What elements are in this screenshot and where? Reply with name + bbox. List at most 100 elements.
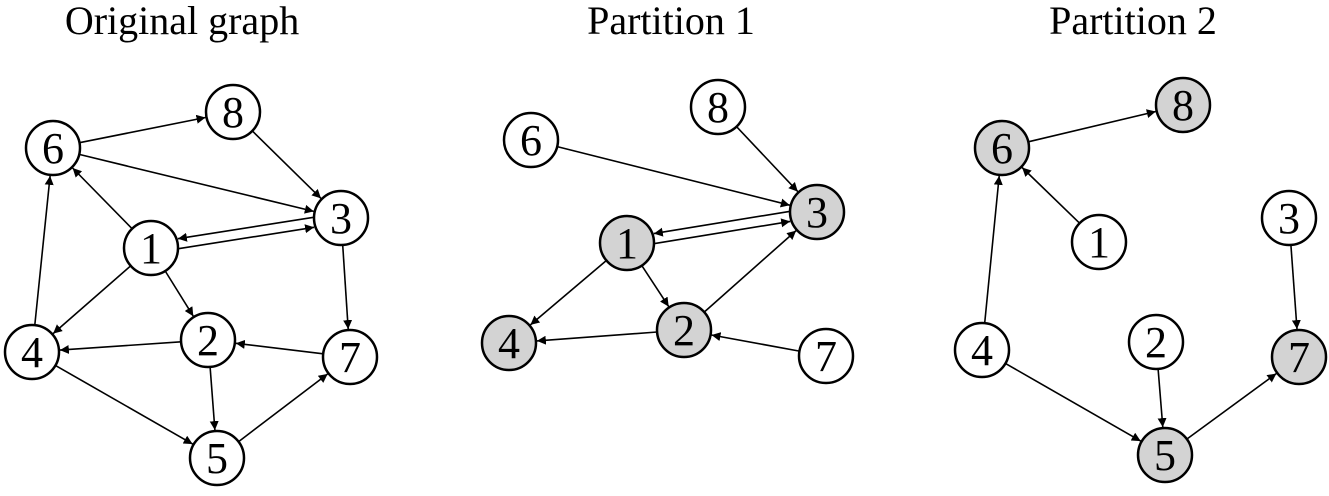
edges-original-graph: [34, 114, 353, 445]
edge-5-to-7: [1186, 372, 1277, 440]
node-8: 8: [204, 83, 262, 141]
node-6-circle: [973, 119, 1031, 177]
node-4: 4: [3, 323, 61, 381]
node-7: 7: [321, 328, 379, 386]
node-1: 1: [122, 219, 180, 277]
node-3: 3: [788, 183, 846, 241]
node-1-label: 1: [140, 224, 162, 273]
node-3-label: 3: [330, 194, 352, 243]
edge-2-to-3: [703, 230, 797, 313]
node-4-circle: [3, 323, 61, 381]
edge-1-to-3: [654, 218, 791, 245]
node-2-circle: [1127, 313, 1185, 371]
node-7-circle: [797, 327, 855, 385]
node-6-label: 6: [991, 124, 1013, 173]
node-3: 3: [1260, 189, 1318, 247]
node-6: 6: [502, 111, 560, 169]
edge-4-to-6: [983, 175, 1003, 324]
edge-7-to-2: [711, 332, 800, 352]
node-5-circle: [1136, 426, 1194, 484]
node-7-circle: [1270, 328, 1328, 386]
node-2-label: 2: [673, 306, 695, 355]
node-8-circle: [1154, 76, 1212, 134]
node-4-label: 4: [21, 328, 43, 377]
edge-1-to-2: [164, 270, 194, 317]
node-1: 1: [1070, 213, 1128, 271]
node-4-circle: [480, 314, 538, 372]
node-5-label: 5: [206, 434, 228, 483]
edges-partition-2: [983, 109, 1301, 442]
node-7-circle: [321, 328, 379, 386]
node-4-label: 4: [971, 326, 993, 375]
node-2-circle: [179, 311, 237, 369]
node-6-label: 6: [520, 116, 542, 165]
node-2-label: 2: [197, 316, 219, 365]
node-4: 4: [953, 321, 1011, 379]
edge-2-to-5: [1157, 368, 1167, 428]
edge-1-to-6: [72, 167, 133, 230]
node-3-circle: [312, 189, 370, 247]
node-2: 2: [179, 311, 237, 369]
nodes-partition-2: 1 2 3 4 5 6 7 8: [953, 76, 1328, 484]
node-7-label: 7: [815, 332, 837, 381]
edge-2-to-4: [59, 341, 182, 354]
panel-title-partition-2: Partition 2: [1049, 0, 1217, 43]
panel-title-original-graph: Original graph: [65, 0, 299, 43]
node-1-label: 1: [1088, 218, 1110, 267]
node-8: 8: [689, 78, 747, 136]
node-8-circle: [689, 78, 747, 136]
node-5-label: 5: [1154, 431, 1176, 480]
node-6-label: 6: [42, 124, 64, 173]
nodes-original-graph: 12 3 4 5 6 7 8: [3, 83, 379, 487]
node-1-label: 1: [616, 219, 638, 268]
edge-6-to-8: [1028, 109, 1156, 143]
node-1-circle: [598, 214, 656, 272]
node-3-circle: [1260, 189, 1318, 247]
edge-1-to-3: [178, 224, 315, 250]
panel-title-partition-1: Partition 1: [587, 0, 755, 43]
node-2-circle: [655, 301, 713, 359]
node-8-circle: [204, 83, 262, 141]
node-7: 7: [1270, 328, 1328, 386]
node-1: 1: [598, 214, 656, 272]
node-5: 5: [1136, 426, 1194, 484]
edge-4-to-5: [1005, 362, 1142, 442]
node-4-circle: [953, 321, 1011, 379]
node-7-label: 7: [1288, 333, 1310, 382]
node-8: 8: [1154, 76, 1212, 134]
node-2: 2: [655, 301, 713, 359]
edges-partition-1: [529, 126, 800, 352]
node-6: 6: [24, 119, 82, 177]
edge-6-to-3: [557, 145, 790, 208]
edge-1-to-4: [529, 259, 607, 326]
edge-3-to-1: [653, 210, 790, 237]
edge-1-to-6: [1021, 166, 1081, 224]
node-5-circle: [188, 429, 246, 487]
edge-4-to-5: [55, 364, 194, 445]
node-2: 2: [1127, 313, 1185, 371]
edge-6-to-8: [79, 114, 206, 144]
node-1-circle: [122, 219, 180, 277]
node-8-label: 8: [222, 88, 244, 137]
node-8-label: 8: [707, 83, 729, 132]
node-3: 3: [312, 189, 370, 247]
panel-original-graph: Original graph 12 3 4 5 6 7 8: [3, 0, 379, 487]
node-6: 6: [973, 119, 1031, 177]
edge-3-to-7: [1290, 244, 1301, 330]
node-3-label: 3: [806, 188, 828, 237]
edge-3-to-1: [177, 216, 314, 242]
node-2-label: 2: [1145, 318, 1167, 367]
edge-1-to-2: [641, 265, 670, 308]
node-5: 5: [188, 429, 246, 487]
edge-5-to-7: [238, 373, 329, 443]
node-3-label: 3: [1278, 194, 1300, 243]
node-7-label: 7: [339, 333, 361, 382]
node-6-circle: [24, 119, 82, 177]
edge-1-to-4: [52, 265, 132, 335]
node-7: 7: [797, 327, 855, 385]
edge-3-to-7: [341, 244, 353, 330]
edge-2-to-4: [536, 331, 658, 345]
node-3-circle: [788, 183, 846, 241]
